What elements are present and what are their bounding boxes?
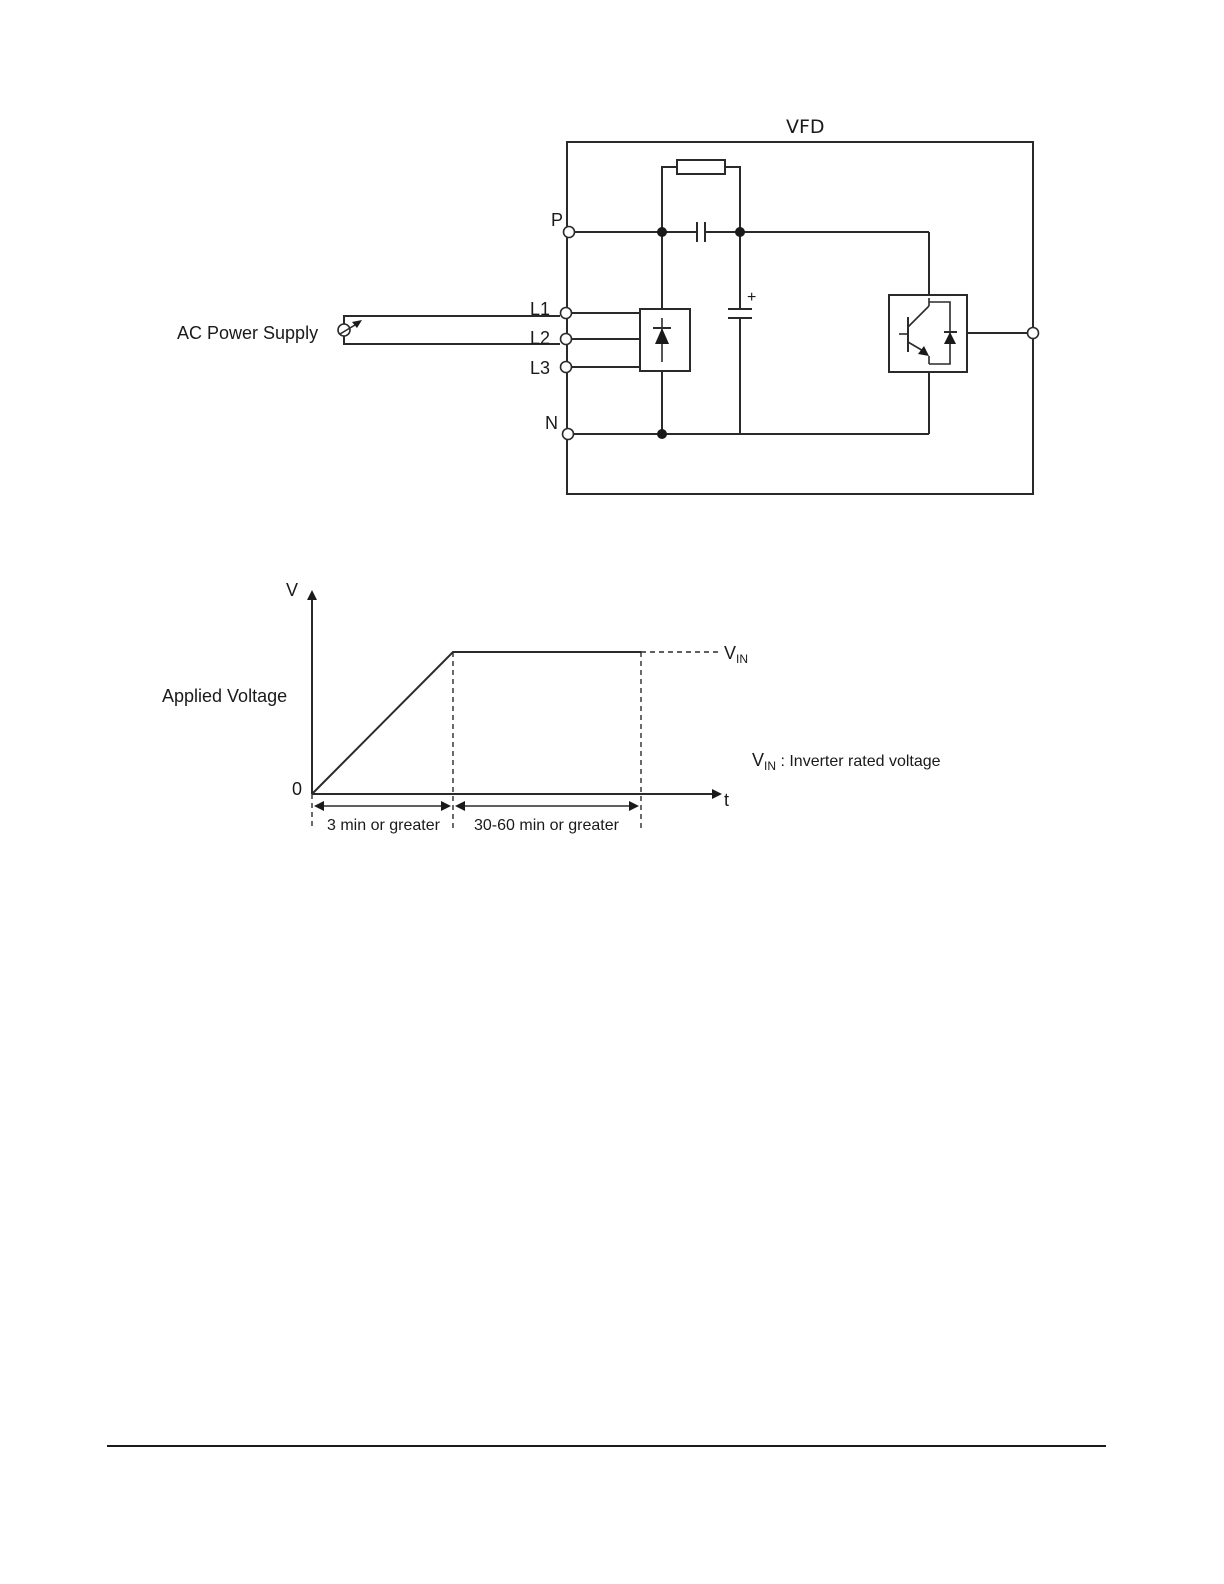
rectifier-module bbox=[640, 309, 690, 371]
freewheel-diode-icon bbox=[929, 302, 957, 364]
origin-label: 0 bbox=[292, 779, 302, 799]
rectifier-diode-icon bbox=[655, 328, 669, 344]
terminal-output bbox=[1028, 328, 1039, 339]
inverter-module bbox=[889, 232, 1028, 434]
y-axis-label: V bbox=[286, 580, 298, 600]
terminal-n bbox=[563, 429, 574, 440]
voltage-profile-line bbox=[312, 652, 641, 794]
interval-1-label: 3 min or greater bbox=[327, 817, 441, 834]
ac-supply-cable bbox=[338, 316, 560, 344]
applied-voltage-label: Applied Voltage bbox=[162, 686, 287, 706]
junction-node bbox=[657, 429, 667, 439]
vin-legend: VIN : Inverter rated voltage bbox=[752, 750, 941, 773]
x-axis-label: t bbox=[724, 790, 729, 810]
series-capacitor-symbol bbox=[680, 220, 722, 244]
ac-power-supply-label: AC Power Supply bbox=[177, 323, 318, 343]
terminal-l1 bbox=[561, 308, 572, 319]
terminal-l1-label: L1 bbox=[530, 299, 550, 319]
terminal-l2-label: L2 bbox=[530, 328, 550, 348]
junction-node bbox=[735, 227, 745, 237]
footer-rule bbox=[107, 1445, 1106, 1447]
terminal-n-label: N bbox=[545, 413, 558, 433]
vin-level-label: VIN bbox=[724, 643, 748, 666]
igbt-transistor-icon bbox=[899, 298, 929, 364]
interval-2-label: 30-60 min or greater bbox=[474, 817, 620, 834]
vfd-circuit-diagram: VFD bbox=[177, 116, 1039, 494]
terminal-l3 bbox=[561, 362, 572, 373]
terminal-p-label: P bbox=[551, 210, 563, 230]
vfd-label: VFD bbox=[786, 116, 825, 138]
terminal-l2 bbox=[561, 334, 572, 345]
voltage-ramp-graph: V t 0 Applied Voltage VIN 3 min or great… bbox=[162, 580, 941, 834]
capacitor-polarity-label: + bbox=[747, 289, 756, 306]
junction-node bbox=[657, 227, 667, 237]
vfd-enclosure bbox=[567, 142, 1033, 494]
dc-link-capacitor: + bbox=[728, 232, 756, 434]
terminal-p bbox=[564, 227, 575, 238]
terminal-l3-label: L3 bbox=[530, 358, 550, 378]
